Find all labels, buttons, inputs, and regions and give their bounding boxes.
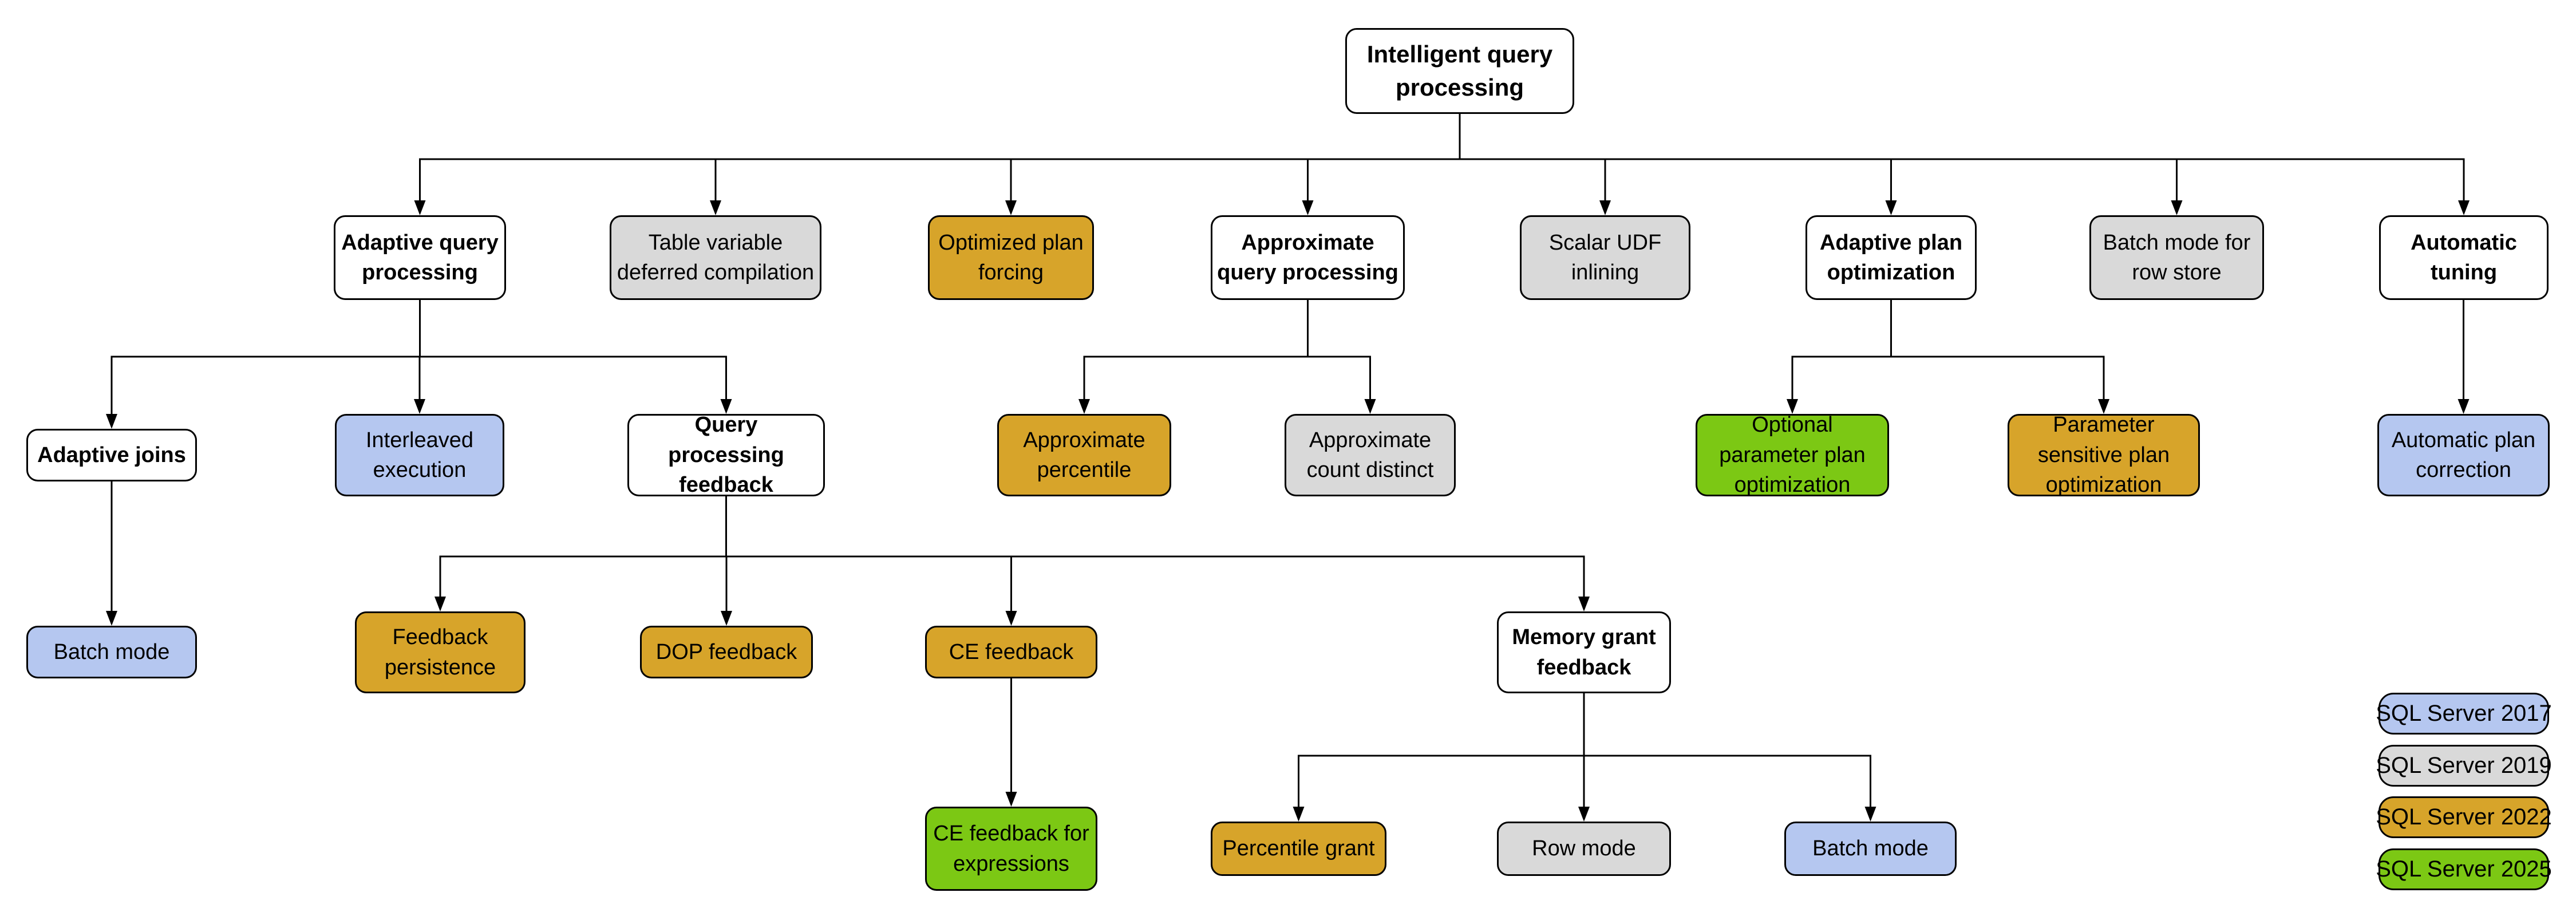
node-label: Approximate count distinct (1306, 428, 1434, 482)
node-feedback-persistence: Feedback persistence (355, 611, 526, 693)
node-intelligent-query-processing: Intelligent query processing (1345, 28, 1574, 114)
node-label: Scalar UDF inlining (1548, 230, 1662, 285)
legend-item-sql-server-2022: SQL Server 2022 (2376, 796, 2552, 838)
node-label: Feedback persistence (384, 625, 496, 680)
legend-label: SQL Server 2017 (2376, 701, 2552, 726)
legend-item-sql-server-2025: SQL Server 2025 (2376, 848, 2552, 890)
node-label: Intelligent query processing (1366, 41, 1553, 101)
legend-label: SQL Server 2022 (2376, 804, 2552, 830)
node-interleaved-execution: Interleaved execution (335, 414, 504, 496)
node-scalar-udf-inlining: Scalar UDF inlining (1520, 215, 1690, 300)
legend-item-sql-server-2019: SQL Server 2019 (2376, 745, 2552, 787)
node-batch-mode-adaptive-joins: Batch mode (26, 626, 197, 678)
edge-ce-feedback (1005, 678, 1017, 807)
node-label: Table variable deferred compilation (617, 230, 815, 285)
legend-item-sql-server-2017: SQL Server 2017 (2376, 693, 2552, 735)
node-percentile-grant: Percentile grant (1211, 822, 1386, 876)
edge-automatic-tuning (2458, 300, 2470, 414)
node-label: DOP feedback (655, 639, 797, 664)
node-label: Query processing feedback (668, 413, 784, 498)
node-label: Parameter sensitive plan optimization (2037, 413, 2170, 498)
node-label: Approximate percentile (1023, 428, 1145, 482)
node-ce-feedback-for-expressions: CE feedback for expressions (925, 807, 1097, 891)
node-adaptive-plan-optimization: Adaptive plan optimization (1805, 215, 1977, 300)
node-automatic-plan-correction: Automatic plan correction (2377, 414, 2550, 496)
node-approximate-percentile: Approximate percentile (997, 414, 1171, 496)
node-label: CE feedback (949, 639, 1074, 664)
node-adaptive-query-processing: Adaptive query processing (334, 215, 506, 300)
edge-adaptive-query-processing (106, 300, 732, 429)
node-automatic-tuning: Automatic tuning (2379, 215, 2549, 300)
node-dop-feedback: DOP feedback (640, 626, 813, 678)
node-parameter-sensitive-plan-optimization: Parameter sensitive plan optimization (2008, 413, 2200, 497)
node-label: Memory grant feedback (1512, 625, 1656, 680)
legend-label: SQL Server 2019 (2376, 753, 2552, 778)
edge-adaptive-plan-optimization (1787, 300, 2109, 414)
node-label: Interleaved execution (365, 428, 473, 482)
node-label: Adaptive joins (37, 443, 186, 467)
node-label: Automatic plan correction (2391, 428, 2536, 482)
node-label: Optimized plan forcing (938, 230, 1084, 285)
node-label: Optional parameter plan optimization (1719, 413, 1866, 498)
edge-adaptive-joins (106, 481, 117, 626)
node-batch-mode-memory-grant: Batch mode (1784, 822, 1957, 876)
node-approximate-count-distinct: Approximate count distinct (1285, 414, 1456, 496)
node-label: Row mode (1532, 836, 1636, 861)
node-row-mode: Row mode (1497, 822, 1671, 876)
node-label: Batch mode for row store (2103, 230, 2251, 285)
node-label: Batch mode (1812, 836, 1929, 861)
edge-intelligent-query-processing (414, 114, 2470, 215)
legend-label: SQL Server 2025 (2376, 856, 2552, 882)
node-label: Automatic tuning (2411, 230, 2517, 285)
node-label: Approximate query processing (1217, 230, 1398, 285)
node-query-processing-feedback: Query processing feedback (627, 413, 825, 497)
node-label: Batch mode (53, 639, 170, 664)
node-label: Percentile grant (1222, 836, 1375, 861)
edge-memory-grant-feedback (1293, 693, 1876, 822)
node-adaptive-joins: Adaptive joins (26, 429, 197, 481)
node-optimized-plan-forcing: Optimized plan forcing (928, 215, 1094, 300)
node-memory-grant-feedback: Memory grant feedback (1497, 611, 1671, 693)
edge-query-processing-feedback (434, 496, 1590, 626)
node-optional-parameter-plan-optimization: Optional parameter plan optimization (1696, 413, 1889, 497)
node-approximate-query-processing: Approximate query processing (1211, 215, 1405, 300)
node-label: Adaptive plan optimization (1819, 230, 1963, 285)
node-batch-mode-for-row-store: Batch mode for row store (2089, 215, 2264, 300)
node-label: CE feedback for expressions (933, 822, 1089, 876)
node-table-variable-deferred-compilation: Table variable deferred compilation (610, 215, 821, 300)
node-ce-feedback: CE feedback (925, 626, 1097, 678)
edge-approximate-query-processing (1078, 300, 1376, 414)
node-label: Adaptive query processing (341, 230, 499, 285)
